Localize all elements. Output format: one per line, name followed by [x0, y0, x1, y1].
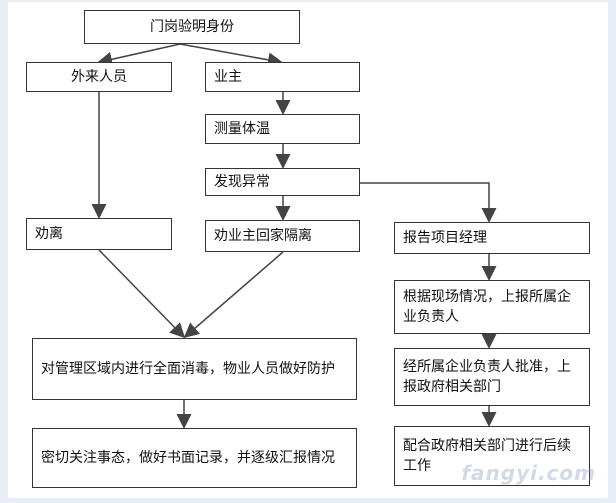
box-persuade-home-isolation: 劝业主回家隔离 — [205, 220, 360, 252]
box-owner: 业主 — [205, 62, 360, 92]
box-report-government: 经所属企业负责人批准，上报政府相关部门 — [394, 348, 590, 406]
box-disinfect-area: 对管理区域内进行全面消毒，物业人员做好防护 — [32, 338, 357, 400]
arrow-leave-to-disinfect — [98, 249, 186, 339]
arrow-home-to-disinfect — [183, 251, 284, 338]
box-cooperate-government: 配合政府相关部门进行后续工作 — [394, 426, 590, 486]
box-persuade-leave: 劝离 — [26, 218, 172, 250]
box-outsider: 外来人员 — [26, 62, 172, 92]
box-measure-temperature: 测量体温 — [205, 114, 360, 144]
box-report-project-manager: 报告项目经理 — [394, 222, 590, 254]
watermark-text: fangyi.com — [461, 461, 596, 485]
box-abnormal-found: 发现异常 — [205, 168, 360, 196]
arrow-abnormal-to-manager — [360, 182, 497, 223]
box-monitor-situation: 密切关注事态，做好书面记录，并逐级汇报情况 — [32, 428, 357, 488]
box-report-company-head: 根据现场情况，上报所属企业负责人 — [394, 280, 590, 334]
box-verify-identity: 门岗验明身份 — [84, 10, 300, 44]
arrow-start-to-outsider — [97, 43, 181, 67]
arrow-start-to-owner — [179, 43, 283, 68]
